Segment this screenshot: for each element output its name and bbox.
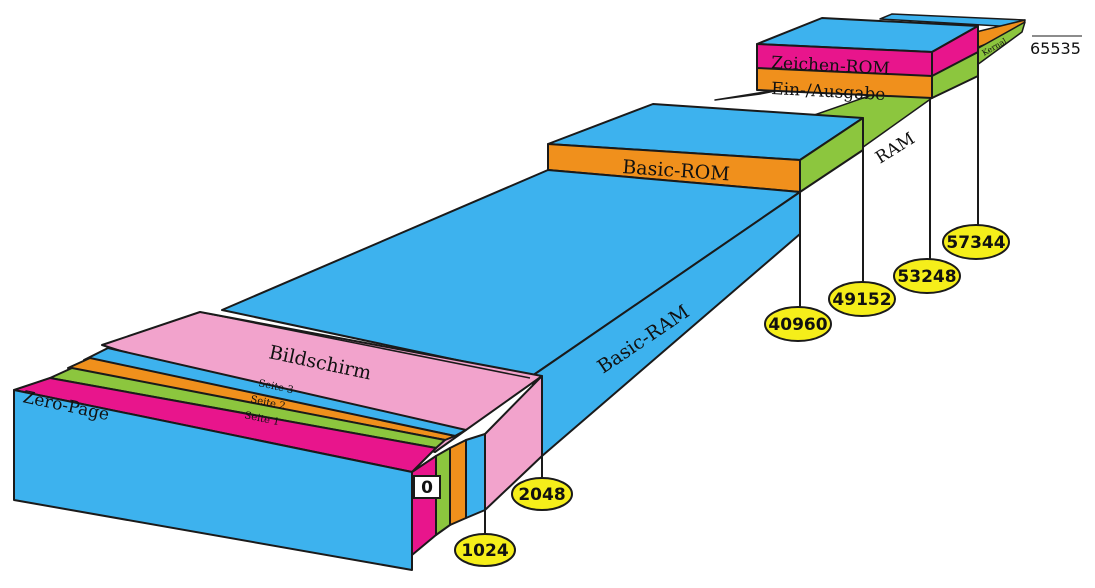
address-2048-marker: 2048 xyxy=(511,477,573,511)
address-57344: 57344 xyxy=(946,233,1005,253)
address-53248: 53248 xyxy=(897,267,956,287)
address-1024: 1024 xyxy=(461,541,508,561)
address-65535: 65535 xyxy=(1030,39,1081,58)
address-40960: 40960 xyxy=(768,315,827,335)
address-49152-marker: 49152 xyxy=(828,281,896,317)
address-2048: 2048 xyxy=(518,485,565,505)
kernal-block xyxy=(879,13,1026,49)
near-block-top xyxy=(13,311,543,473)
address-0: 0 xyxy=(421,478,433,498)
near-block-side xyxy=(411,375,543,556)
bildschirm-divider xyxy=(199,311,531,379)
leader-lines xyxy=(484,76,979,536)
address-40960-marker: 40960 xyxy=(764,306,832,342)
charrom-block xyxy=(756,17,979,77)
address-53248-marker: 53248 xyxy=(893,258,961,294)
near-block-front xyxy=(13,389,413,571)
address-49152: 49152 xyxy=(832,290,891,310)
address-0-box: 0 xyxy=(413,475,441,499)
address-65535-label: 65535 xyxy=(1030,35,1082,58)
address-57344-marker: 57344 xyxy=(942,224,1010,260)
address-1024-marker: 1024 xyxy=(454,533,516,567)
